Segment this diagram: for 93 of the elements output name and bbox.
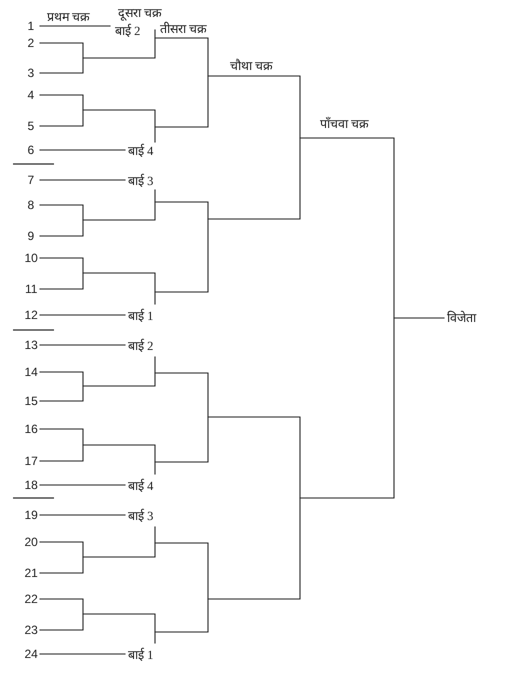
bracket-line [154,201,209,220]
team-number: 21 [24,566,38,580]
round-heading: तीसरा चक्र [160,22,208,36]
bracket-line [154,542,209,600]
team-number: 19 [24,508,38,522]
bracket-line [39,428,84,446]
team-number: 24 [24,647,38,662]
team-number: 2 [28,36,34,50]
bracket-line [154,372,209,418]
bracket-line [207,137,301,220]
bracket-line [39,257,84,274]
bracket-line [39,344,126,346]
bracket-line [299,137,395,319]
bracket-line [393,317,445,319]
bracket-line [154,218,209,293]
bracket-line [39,556,84,574]
bracket-line [39,25,111,27]
bracket-line [39,371,84,387]
bracket-line [39,219,84,237]
bye-label: बाई 3 [128,508,154,524]
bye-label: बाई 4 [128,144,154,158]
team-number: 5 [28,119,34,134]
bracket-line [207,416,301,499]
bye-label: बाई 2 [128,338,154,354]
bracket-line [154,126,156,143]
bracket-line [82,272,156,293]
bracket-line [39,541,84,558]
bracket-line [154,631,156,644]
bracket-line [82,201,156,221]
bracket-line [299,317,395,499]
team-number: 18 [24,478,38,492]
bracket-line [39,444,84,462]
bracket-line [154,291,156,305]
bracket-line [154,598,209,633]
bracket-line [154,189,156,203]
bracket-line [39,385,84,402]
bracket-line [39,179,126,181]
bracket-line [39,57,84,74]
team-number: 6 [28,143,34,158]
bracket-line [39,484,126,486]
team-number: 20 [24,535,38,550]
round-heading: प्रथम चक्र [47,10,90,24]
bracket-line [154,356,156,374]
bracket-line [39,149,126,151]
bracket-line [82,372,156,387]
bracket-line [154,416,209,463]
bracket-line [82,542,156,558]
bracket-line [39,94,84,111]
bracket-line [82,37,156,59]
bracket-line [154,75,209,128]
team-number: 13 [24,338,38,352]
round-heading: पाँचवा चक्र [320,116,370,132]
team-number: 8 [28,198,34,212]
team-number: 1 [28,19,34,34]
bracket-line [154,37,209,77]
bracket-line [39,653,126,655]
bye-label: बाई 1 [128,648,154,662]
team-number: 10 [24,251,38,266]
team-number: 4 [28,88,34,102]
bracket-line [39,109,84,127]
bracket-line [39,272,84,290]
team-number: 14 [24,365,38,380]
bracket-line [39,204,84,221]
team-number: 7 [28,173,34,188]
bracket-line [82,109,156,128]
team-number: 12 [24,308,38,322]
winner-label: विजेता [447,310,476,326]
bracket-line [154,526,156,544]
team-number: 16 [24,422,38,436]
bracket-line [39,42,84,59]
bracket-line [207,497,301,600]
bracket-line [154,29,156,39]
team-number: 23 [24,623,38,638]
team-number: 9 [28,229,34,244]
round-heading: चौथा चक्र [230,58,274,74]
bracket-line [154,461,156,475]
bye-label: बाई 1 [128,308,154,324]
bye-label: बाई 2 [115,24,154,38]
bracket-line [82,613,156,633]
team-number: 22 [24,592,38,606]
team-number: 15 [24,394,38,408]
bracket-line [82,444,156,463]
bracket-line [39,598,84,615]
round-heading: दूसरा चक्र [118,6,162,20]
bye-label: बाई 3 [128,174,154,188]
bye-label: बाई 4 [128,478,154,494]
bracket-line [39,314,126,316]
bracket-line [39,613,84,631]
bracket-line [39,514,126,516]
team-number: 17 [24,454,38,468]
team-number: 11 [25,282,38,296]
bracket-line [207,75,301,139]
team-number: 3 [28,66,34,80]
